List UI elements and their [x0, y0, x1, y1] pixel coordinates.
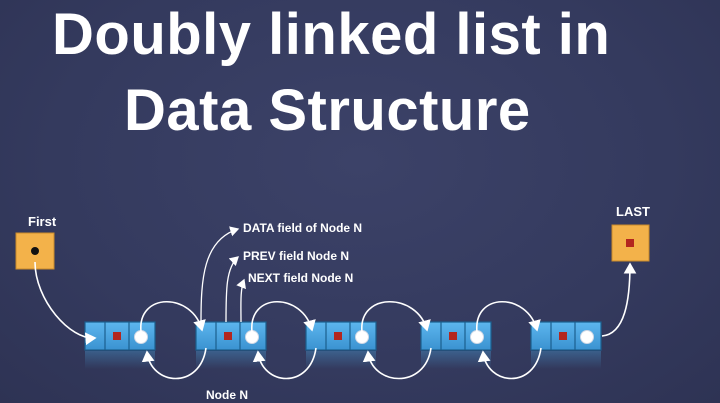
last-pointer-marker	[626, 239, 634, 247]
annotation-next-field: NEXT field Node N	[248, 271, 353, 285]
node-data-marker	[449, 332, 457, 340]
node-to-last-arrow	[601, 262, 637, 337]
prev-link-arrow	[141, 347, 207, 380]
list-node	[530, 321, 602, 369]
first-label: First	[28, 214, 57, 229]
annotation-prev-field: PREV field Node N	[243, 249, 349, 263]
node-next-pointer	[580, 330, 594, 344]
node-next-pointer	[355, 330, 369, 344]
slide-title-line-1: Doubly linked list in	[52, 2, 611, 67]
last-pointer: LAST	[611, 204, 650, 262]
first-to-node-arrow	[34, 261, 97, 346]
prev-link-arrow	[477, 347, 542, 380]
node-next-pointer	[245, 330, 259, 344]
node-list	[84, 300, 602, 380]
list-node	[420, 321, 492, 369]
list-node	[305, 321, 377, 369]
list-node	[195, 321, 267, 369]
node-data-marker	[224, 332, 232, 340]
prev-link-arrow	[362, 347, 432, 380]
node-data-marker	[334, 332, 342, 340]
next-link-arrow	[361, 300, 431, 333]
list-node	[84, 321, 156, 369]
annotation-data-arrow	[200, 226, 240, 323]
node-data-marker	[113, 332, 121, 340]
annotation-next-arrow	[236, 278, 246, 323]
next-link-arrow	[140, 300, 206, 333]
last-label: LAST	[616, 204, 650, 219]
next-link-arrow	[251, 300, 316, 333]
annotations: DATA field of Node N PREV field Node N N…	[200, 221, 362, 323]
node-n-label: Node N	[206, 388, 248, 402]
node-next-pointer	[134, 330, 148, 344]
annotation-prev-arrow	[225, 256, 239, 323]
prev-link-arrow	[252, 347, 317, 380]
annotation-data-field: DATA field of Node N	[243, 221, 362, 235]
slide-title-line-2: Data Structure	[124, 78, 531, 143]
first-pointer-dot	[31, 247, 39, 255]
first-pointer: First	[15, 214, 57, 270]
node-next-pointer	[470, 330, 484, 344]
next-link-arrow	[476, 300, 541, 333]
node-data-marker	[559, 332, 567, 340]
